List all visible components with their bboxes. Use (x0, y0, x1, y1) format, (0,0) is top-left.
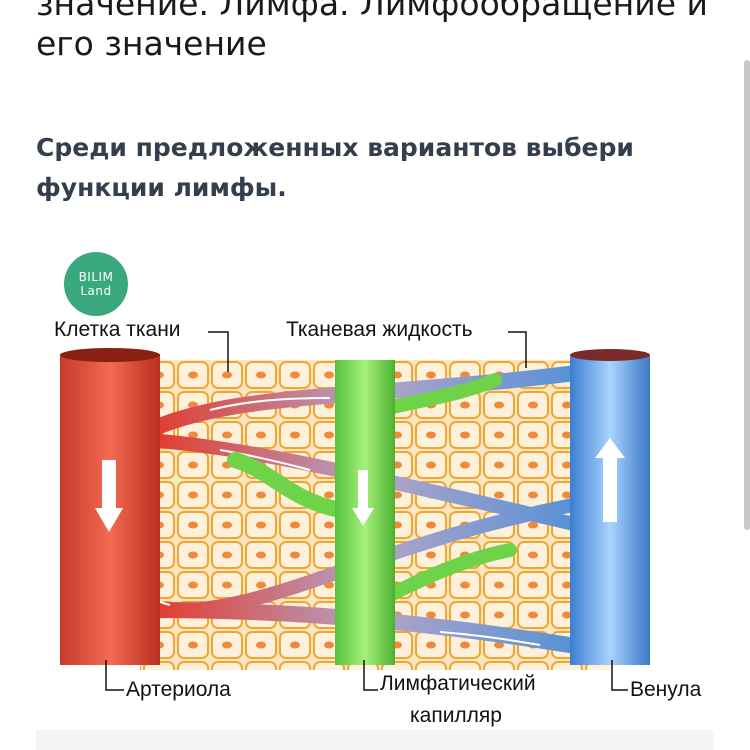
circulation-diagram: BILIM Land Клетка ткани Тканевая жидкост… (40, 240, 720, 740)
diagram-graphic (40, 240, 720, 740)
question-text: Среди предложенных вариантов выбери функ… (36, 128, 696, 208)
label-lymph-capillary-line1: Лимфатический (380, 672, 536, 696)
label-tissue-fluid: Тканевая жидкость (286, 318, 473, 342)
answer-area-top (36, 730, 714, 750)
label-venule: Венула (630, 678, 701, 702)
label-lymph-capillary-line2: капилляр (410, 704, 502, 728)
scrollbar[interactable] (744, 60, 750, 530)
page-title: значение. Лимфа. Лимфообращение и его зн… (36, 0, 716, 64)
label-arteriole: Артериола (126, 678, 231, 702)
label-tissue-cell: Клетка ткани (54, 318, 181, 342)
bilimland-logo: BILIM Land (64, 252, 128, 316)
